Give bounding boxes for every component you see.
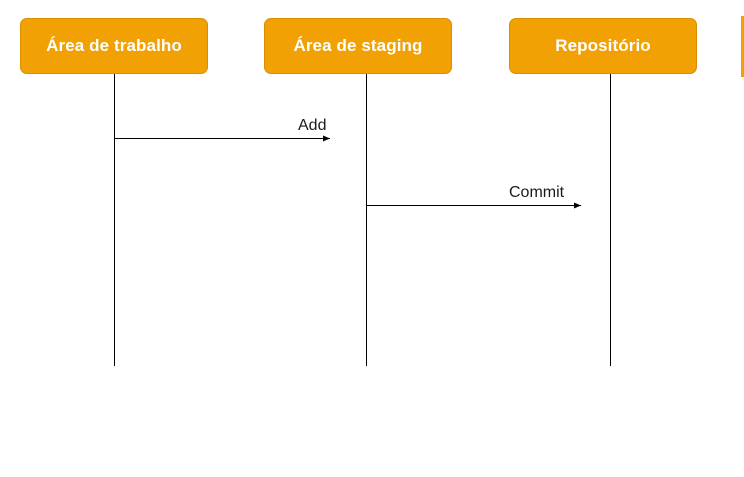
message-label-commit: Commit [509,184,565,201]
message-label-add: Add [298,117,327,134]
participant-staging: Área de staging [264,18,452,74]
participant-workspace: Área de trabalho [20,18,208,74]
slide-edge-accent [741,16,744,77]
participant-repository: Repositório [509,18,697,74]
